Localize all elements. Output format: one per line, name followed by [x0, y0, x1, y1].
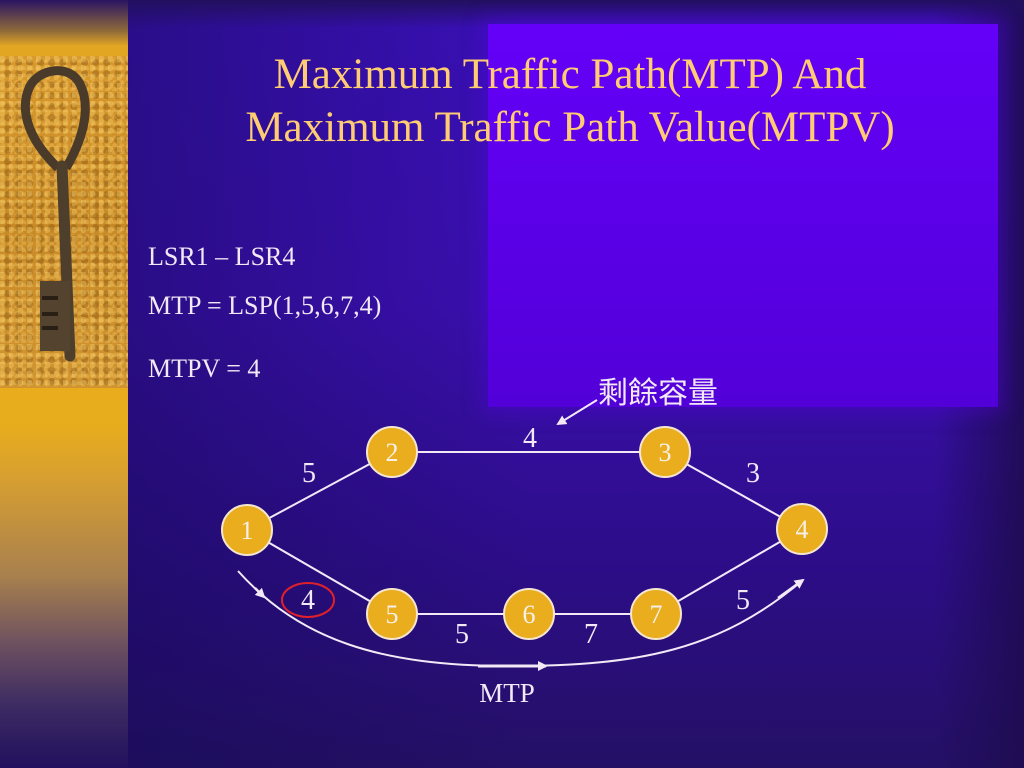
- node-6: 6: [503, 588, 555, 640]
- edge-weight-1-5: 4: [301, 585, 315, 616]
- node-7: 7: [630, 588, 682, 640]
- svg-text:5: 5: [386, 600, 399, 629]
- mtp-text: MTP = LSP(1,5,6,7,4): [148, 291, 382, 320]
- edge-1-2: [246, 451, 393, 531]
- residual-capacity-annotation: 剩餘容量: [598, 376, 718, 411]
- annotation-arrow: [556, 399, 598, 426]
- mtpv-text: MTPV = 4: [148, 354, 261, 383]
- edge-7-4: [655, 528, 803, 615]
- node-2: 2: [366, 426, 418, 478]
- svg-text:3: 3: [659, 438, 672, 467]
- decorative-left-bar: [0, 0, 128, 768]
- edge-3-4: [664, 451, 803, 530]
- slide-title: Maximum Traffic Path(MTP) And Maximum Tr…: [140, 48, 1000, 154]
- lsr-range-text: LSR1 – LSR4: [148, 242, 296, 271]
- title-line-1: Maximum Traffic Path(MTP) And: [273, 51, 867, 98]
- svg-text:6: 6: [523, 600, 536, 629]
- mtp-path-label: MTP: [479, 678, 535, 708]
- mtp-path-end-arrow: [777, 578, 805, 600]
- edge-weight-2-3: 4: [523, 423, 537, 454]
- node-4: 4: [776, 503, 828, 555]
- edge-weight-1-2: 5: [302, 458, 316, 489]
- key-icon: [20, 66, 90, 362]
- svg-text:2: 2: [386, 438, 399, 467]
- svg-text:1: 1: [241, 516, 254, 545]
- bottleneck-highlight-ellipse: [281, 582, 335, 618]
- edge-weight-5-6: 5: [455, 619, 469, 650]
- background-highlight-panel: [488, 24, 998, 407]
- svg-text:7: 7: [650, 600, 663, 629]
- node-5: 5: [366, 588, 418, 640]
- edge-1-5: [246, 529, 393, 615]
- edge-weight-3-4: 3: [746, 458, 760, 489]
- title-line-2: Maximum Traffic Path Value(MTPV): [245, 104, 895, 151]
- mtp-path-start-arrow: [254, 587, 266, 599]
- svg-text:4: 4: [796, 515, 809, 544]
- edge-weight-7-4: 5: [736, 585, 750, 616]
- node-1: 1: [221, 504, 273, 556]
- edge-weight-6-7: 7: [584, 619, 598, 650]
- background-top-shade: [128, 0, 1024, 28]
- node-3: 3: [639, 426, 691, 478]
- key-photo: [0, 56, 128, 388]
